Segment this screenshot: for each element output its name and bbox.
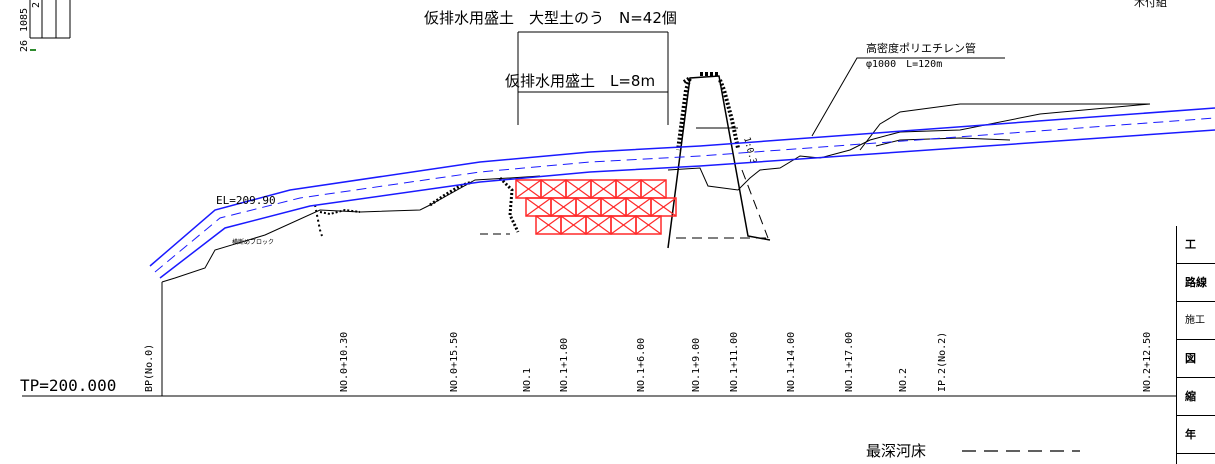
datum-label: TP=200.000 — [20, 376, 116, 395]
scale-label-b: 26 — [19, 40, 30, 52]
sandbag-cross — [590, 179, 617, 199]
title-block-row-6: 年 — [1177, 416, 1215, 454]
sandbag-cross — [560, 215, 587, 235]
sandbag-cross — [575, 197, 602, 217]
pipe-name-label: 高密度ポリエチレン管 — [866, 41, 976, 55]
title-block-row-1: 工 — [1177, 226, 1215, 264]
slope-label: 1:0.3 — [741, 136, 758, 165]
sandbag-cross — [535, 215, 562, 235]
station-label: IP.2(No.2) — [937, 332, 948, 392]
ground-profile: 横断めブロック — [161, 103, 1151, 283]
station-label: BP(No.0) — [144, 344, 155, 392]
sandbag-cross — [600, 197, 627, 217]
station-label: NO.1+1.00 — [559, 338, 570, 392]
title-block-row-2: 路線 — [1177, 264, 1215, 302]
pipe-top-line — [149, 107, 1215, 267]
pipe-bottom-line — [159, 129, 1215, 279]
sandbag-cross — [565, 179, 592, 199]
pipe-center-line — [154, 117, 1215, 273]
sandbag-cross — [585, 215, 612, 235]
station-label: NO.1+9.00 — [691, 338, 702, 392]
riverbed-legend-label: 最深河床 — [866, 442, 926, 460]
station-label: NO.1+11.00 — [729, 332, 740, 392]
sandbag-label: 仮排水用盛土 大型土のう N=42個 — [424, 9, 677, 27]
scale-label-a: 1085 — [19, 8, 30, 32]
scale-fragment: 1085 26 2 — [19, 0, 71, 52]
elevation-label: EL=209.90 — [216, 194, 276, 207]
station-label: NO.1+14.00 — [786, 332, 797, 392]
sandbag-cross — [550, 197, 577, 217]
title-block: 工 路線 施工 図 縮 年 — [1176, 226, 1215, 464]
embankment-label: 仮排水用盛土 L=8m — [505, 72, 655, 90]
sandbag-cross — [615, 179, 642, 199]
sandbag-grid — [515, 179, 677, 235]
title-block-row-5: 縮 — [1177, 378, 1215, 416]
title-block-row-4: 図 — [1177, 340, 1215, 378]
block-note: 横断めブロック — [232, 238, 274, 246]
pipe-spec-label: φ1000 L=120m — [866, 59, 942, 70]
sandbag-cell — [650, 197, 677, 217]
sandbag-cross — [625, 197, 652, 217]
sandbag-cross — [640, 179, 667, 199]
station-label: NO.2 — [898, 368, 909, 392]
sandbag-cross — [650, 197, 677, 217]
station-label: NO.1+6.00 — [636, 338, 647, 392]
pipe-profile — [149, 107, 1215, 279]
sandbag-cell — [635, 215, 662, 235]
station-label: NO.2+12.50 — [1142, 332, 1153, 392]
station-label: NO.0+10.30 — [339, 332, 350, 392]
sandbag-cross — [635, 215, 662, 235]
title-block-row-3: 施工 — [1177, 302, 1215, 340]
scale-label-c: 2 — [31, 2, 42, 8]
station-label: NO.0+15.50 — [449, 332, 460, 392]
pipe-leader-line — [811, 57, 1005, 137]
sandbag-cross — [525, 197, 552, 217]
station-label: NO.1+17.00 — [844, 332, 855, 392]
embankment-section: 1:0.3 — [667, 72, 771, 249]
sandbag-cross — [515, 179, 542, 199]
sandbag-cross — [610, 215, 637, 235]
top-right-fragment: 木付組 — [1134, 0, 1167, 9]
sandbag-cross — [540, 179, 567, 199]
station-label: NO.1 — [522, 368, 533, 392]
